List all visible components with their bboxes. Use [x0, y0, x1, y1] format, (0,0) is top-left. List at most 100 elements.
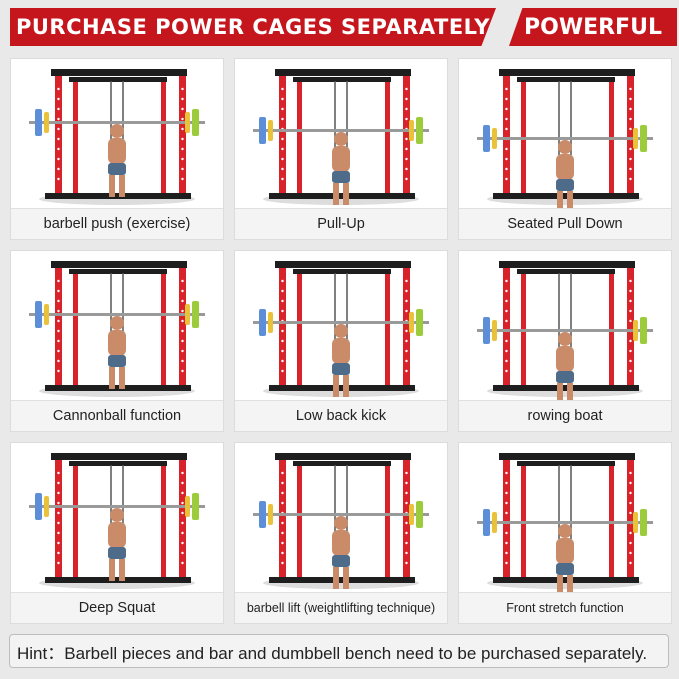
- upright-hole: [629, 107, 632, 111]
- barbell: [477, 137, 653, 140]
- upright-hole: [505, 147, 508, 151]
- upright-hole: [405, 561, 408, 565]
- upright-hole: [181, 561, 184, 565]
- barbell: [253, 129, 429, 132]
- upright-hole: [405, 551, 408, 555]
- person-torso: [556, 154, 574, 180]
- power-cage-image: [253, 69, 429, 205]
- upright-hole: [181, 279, 184, 283]
- weight-plate: [416, 309, 423, 336]
- weight-plate: [185, 112, 190, 133]
- rear-upright: [297, 81, 302, 193]
- weight-plate: [492, 512, 497, 533]
- upright-hole: [57, 167, 60, 171]
- upright-hole: [57, 127, 60, 131]
- person-leg: [557, 191, 563, 209]
- exercise-caption: Pull-Up: [235, 208, 447, 239]
- weight-plate: [268, 504, 273, 525]
- rear-crossbar: [293, 461, 391, 466]
- upright-hole: [181, 137, 184, 141]
- front-upright: [403, 457, 410, 581]
- weight-plate: [44, 112, 49, 133]
- person-leg: [343, 567, 349, 589]
- exercise-card-rowing-boat: rowing boat: [458, 250, 672, 432]
- upright-hole: [57, 369, 60, 373]
- person-shorts: [556, 179, 574, 191]
- upright-hole: [405, 359, 408, 363]
- upright-hole: [281, 561, 284, 565]
- upright-hole: [629, 561, 632, 565]
- weight-plate: [492, 128, 497, 149]
- person-torso: [556, 538, 574, 564]
- upright-hole: [629, 531, 632, 535]
- exercise-card-cannonball: Cannonball function: [10, 250, 224, 432]
- upright-hole: [57, 491, 60, 495]
- upright-hole: [281, 491, 284, 495]
- weight-plate: [640, 317, 647, 344]
- weight-plate: [35, 109, 42, 136]
- upright-hole: [181, 481, 184, 485]
- upright-hole: [281, 97, 284, 101]
- upright-hole: [629, 177, 632, 181]
- front-upright: [55, 265, 62, 389]
- upright-hole: [181, 339, 184, 343]
- front-upright: [503, 457, 510, 581]
- upright-hole: [405, 521, 408, 525]
- weight-plate: [268, 120, 273, 141]
- upright-hole: [505, 97, 508, 101]
- upright-hole: [405, 97, 408, 101]
- weight-plate: [35, 493, 42, 520]
- front-upright: [279, 265, 286, 389]
- upright-hole: [405, 279, 408, 283]
- upright-hole: [405, 157, 408, 161]
- weight-plate: [633, 512, 638, 533]
- upright-hole: [505, 369, 508, 373]
- upright-hole: [181, 349, 184, 353]
- person-torso: [332, 146, 350, 172]
- weight-plate: [640, 509, 647, 536]
- upright-hole: [181, 107, 184, 111]
- upright-hole: [57, 117, 60, 121]
- exercise-caption: Deep Squat: [11, 592, 223, 623]
- upright-hole: [57, 541, 60, 545]
- upright-hole: [629, 541, 632, 545]
- upright-hole: [57, 551, 60, 555]
- base-frame: [269, 577, 415, 583]
- upright-hole: [57, 339, 60, 343]
- upright-hole: [405, 309, 408, 313]
- upright-hole: [281, 279, 284, 283]
- front-upright: [279, 73, 286, 197]
- upright-hole: [57, 501, 60, 505]
- person-leg: [343, 375, 349, 397]
- rear-crossbar: [69, 461, 167, 466]
- upright-hole: [505, 541, 508, 545]
- rear-crossbar: [293, 269, 391, 274]
- upright-hole: [505, 339, 508, 343]
- person-head: [110, 316, 124, 330]
- person-leg: [557, 575, 563, 593]
- barbell: [477, 521, 653, 524]
- upright-hole: [629, 157, 632, 161]
- front-upright: [55, 457, 62, 581]
- upright-hole: [405, 167, 408, 171]
- weight-plate: [409, 504, 414, 525]
- person-leg: [343, 183, 349, 205]
- upright-hole: [629, 309, 632, 313]
- upright-hole: [181, 127, 184, 131]
- upright-hole: [405, 481, 408, 485]
- exercise-caption: barbell lift (weightlifting technique): [235, 592, 447, 623]
- upright-hole: [405, 541, 408, 545]
- person-shorts: [108, 547, 126, 559]
- person-head: [558, 524, 572, 538]
- upright-hole: [505, 157, 508, 161]
- upright-hole: [629, 87, 632, 91]
- weight-plate: [259, 501, 266, 528]
- power-cage-image: [477, 261, 653, 401]
- exercise-caption: Seated Pull Down: [459, 208, 671, 239]
- upright-hole: [505, 167, 508, 171]
- weight-plate: [185, 496, 190, 517]
- upright-hole: [181, 147, 184, 151]
- front-upright: [179, 457, 186, 581]
- upright-hole: [629, 471, 632, 475]
- person-torso: [332, 530, 350, 556]
